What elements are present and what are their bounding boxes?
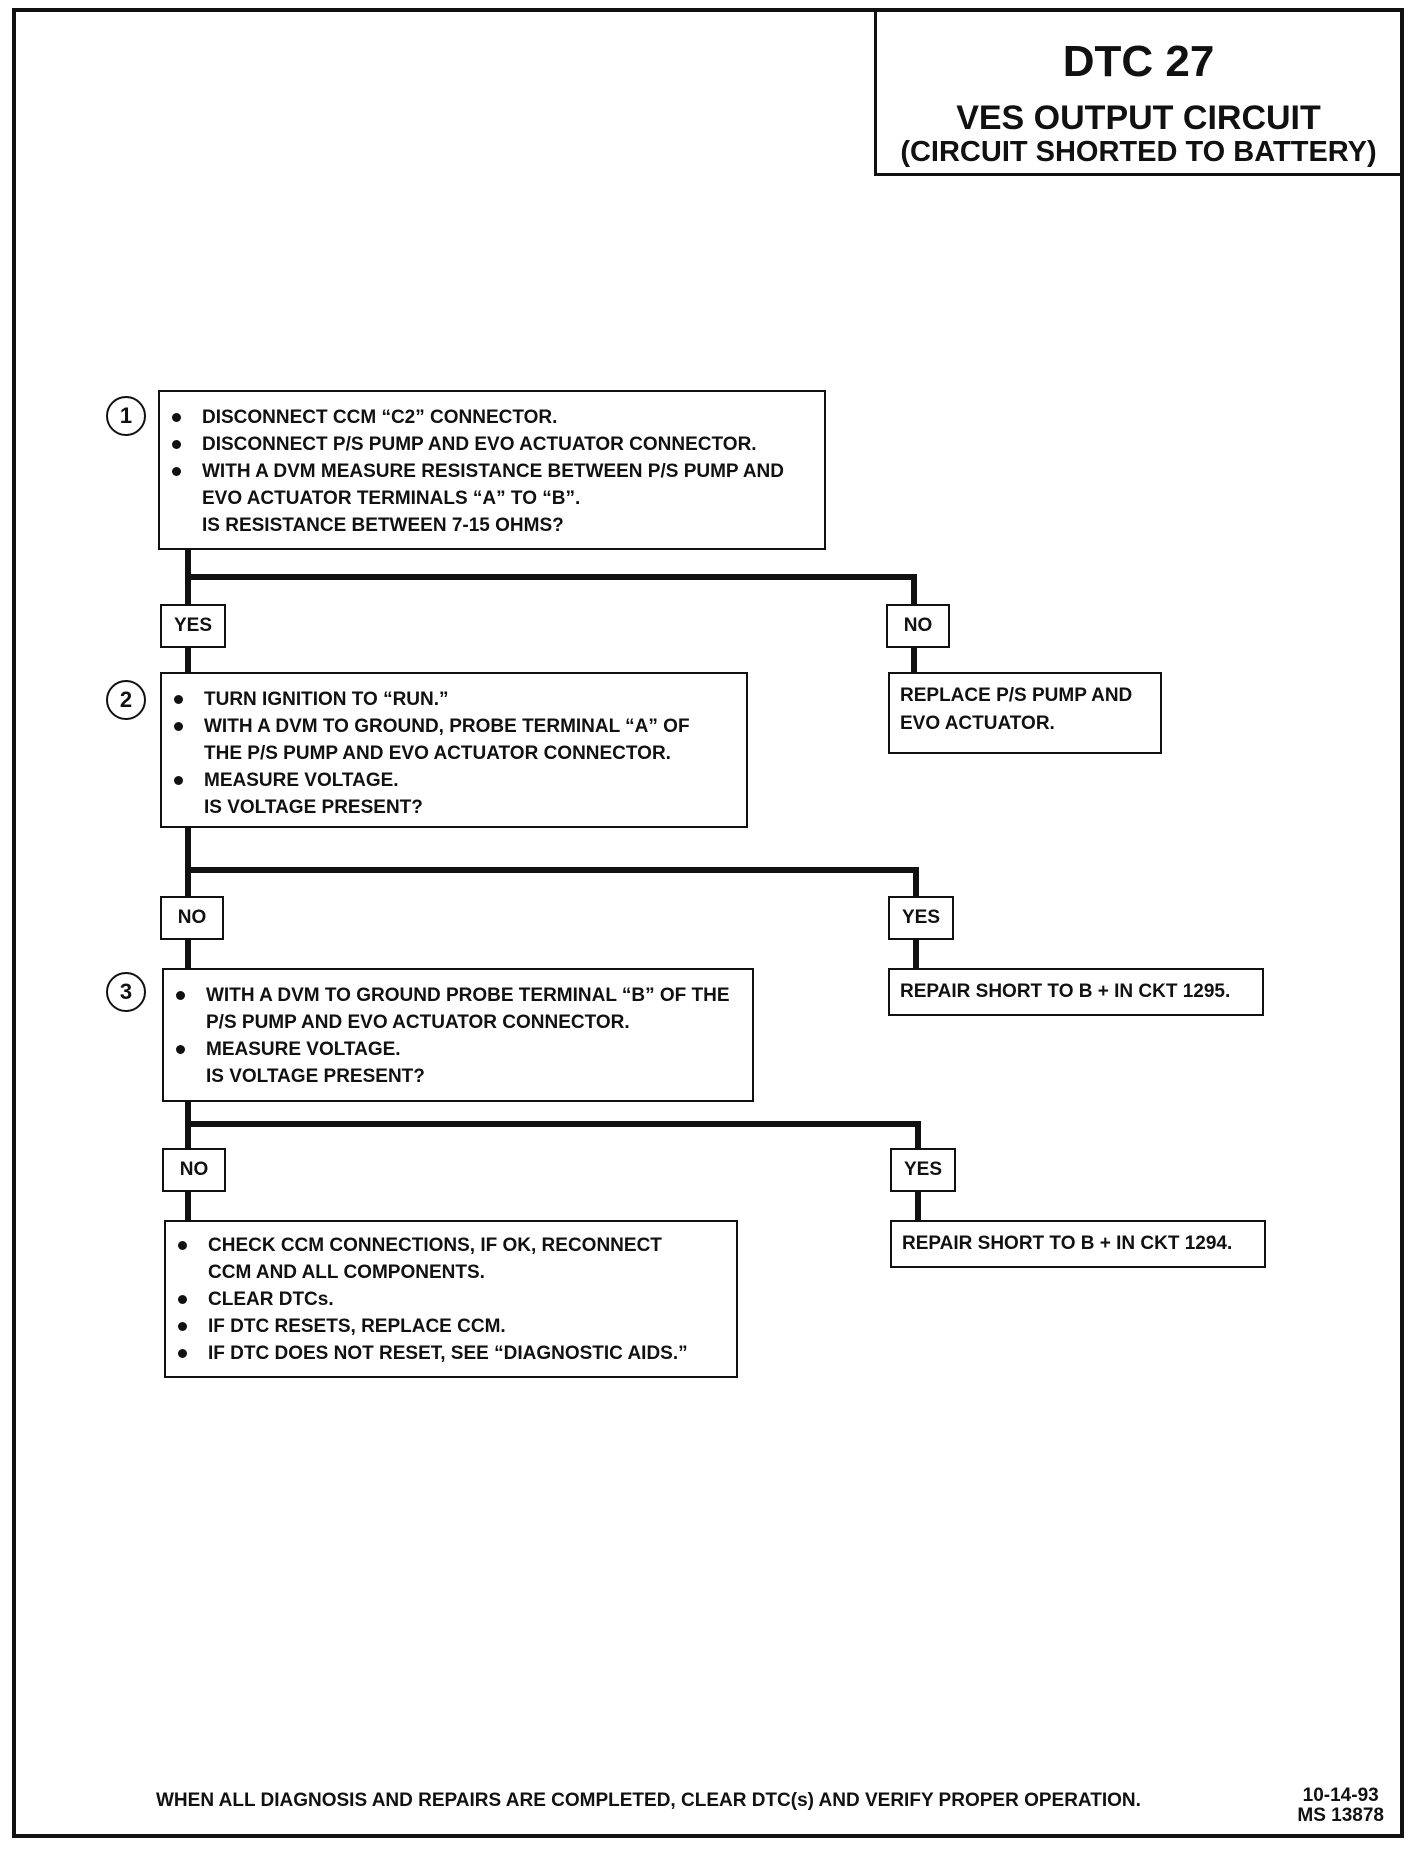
outcome-repair-1294: REPAIR SHORT TO B + IN CKT 1294. xyxy=(890,1220,1266,1268)
branch-label-no: NO xyxy=(886,604,950,648)
final-action-bullet: IF DTC RESETS, REPLACE CCM. xyxy=(166,1313,736,1340)
branch-label-yes: YES xyxy=(888,896,954,940)
footer-reference: 10-14-93 MS 13878 xyxy=(1297,1786,1384,1826)
ms-number: MS 13878 xyxy=(1297,1805,1384,1826)
step-3-bullet: MEASURE VOLTAGE. xyxy=(164,1036,752,1063)
step-2-bullet: MEASURE VOLTAGE. xyxy=(162,767,746,794)
step-2-box: TURN IGNITION TO “RUN.” WITH A DVM TO GR… xyxy=(160,672,748,828)
step-3-box: WITH A DVM TO GROUND PROBE TERMINAL “B” … xyxy=(162,968,754,1102)
final-action-bullet: CLEAR DTCs. xyxy=(166,1286,736,1313)
final-action-box: CHECK CCM CONNECTIONS, IF OK, RECONNECT … xyxy=(164,1220,738,1378)
step-1-box: DISCONNECT CCM “C2” CONNECTOR. DISCONNEC… xyxy=(158,390,826,550)
branch-label-no: NO xyxy=(160,896,224,940)
circuit-condition: (CIRCUIT SHORTED TO BATTERY) xyxy=(900,136,1377,168)
step-2-question: IS VOLTAGE PRESENT? xyxy=(204,797,423,818)
step-1-bullet: DISCONNECT CCM “C2” CONNECTOR. xyxy=(160,404,824,431)
footer-note: WHEN ALL DIAGNOSIS AND REPAIRS ARE COMPL… xyxy=(156,1790,1141,1811)
step-1-question: IS RESISTANCE BETWEEN 7-15 OHMS? xyxy=(202,515,564,536)
step-3-bullet: WITH A DVM TO GROUND PROBE TERMINAL “B” … xyxy=(164,982,752,1036)
circuit-name: VES OUTPUT CIRCUIT xyxy=(956,99,1321,137)
step-2-bullet: WITH A DVM TO GROUND, PROBE TERMINAL “A”… xyxy=(162,713,746,767)
branch-label-yes: YES xyxy=(160,604,226,648)
outcome-replace-pump: REPLACE P/S PUMP AND EVO ACTUATOR. xyxy=(888,672,1162,754)
step-number-1: 1 xyxy=(106,396,146,436)
step-3-question: IS VOLTAGE PRESENT? xyxy=(206,1066,425,1087)
outcome-replace-pump-text: REPLACE P/S PUMP AND EVO ACTUATOR. xyxy=(900,685,1133,734)
branch-label-no: NO xyxy=(162,1148,226,1192)
outcome-repair-1295-text: REPAIR SHORT TO B + IN CKT 1295. xyxy=(900,981,1231,1002)
dtc-code: DTC 27 xyxy=(1062,37,1215,86)
outcome-repair-1294-text: REPAIR SHORT TO B + IN CKT 1294. xyxy=(902,1233,1233,1254)
revision-date: 10-14-93 xyxy=(1302,1785,1379,1806)
final-action-bullet: CHECK CCM CONNECTIONS, IF OK, RECONNECT … xyxy=(166,1232,736,1286)
step-1-bullet: WITH A DVM MEASURE RESISTANCE BETWEEN P/… xyxy=(160,458,824,512)
branch-label-yes: YES xyxy=(890,1148,956,1192)
step-2-bullet: TURN IGNITION TO “RUN.” xyxy=(162,686,746,713)
title-block: DTC 27 VES OUTPUT CIRCUIT (CIRCUIT SHORT… xyxy=(874,8,1404,176)
step-number-3: 3 xyxy=(106,972,146,1012)
final-action-bullet: IF DTC DOES NOT RESET, SEE “DIAGNOSTIC A… xyxy=(166,1340,736,1367)
step-1-bullet: DISCONNECT P/S PUMP AND EVO ACTUATOR CON… xyxy=(160,431,824,458)
page-frame xyxy=(12,8,1404,1838)
outcome-repair-1295: REPAIR SHORT TO B + IN CKT 1295. xyxy=(888,968,1264,1016)
step-number-2: 2 xyxy=(106,680,146,720)
